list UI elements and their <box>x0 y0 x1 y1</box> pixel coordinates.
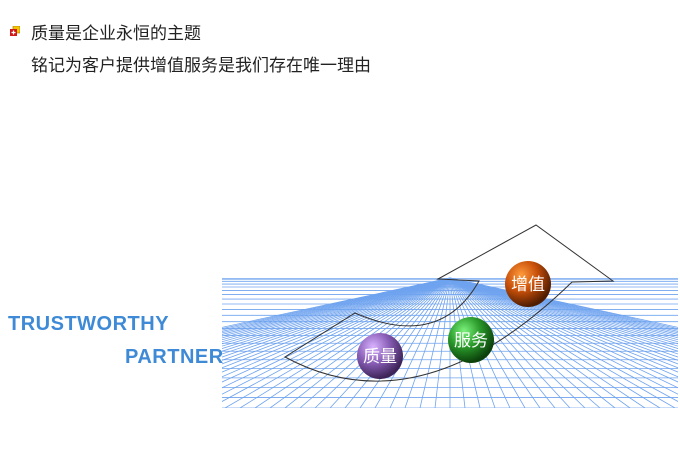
grid-line-radial <box>222 277 451 343</box>
grid-line-radial <box>222 277 451 339</box>
grid-line-radial <box>222 277 451 330</box>
heading: 质量是企业永恒的主题 <box>31 24 201 44</box>
grid-line-radial <box>222 277 451 337</box>
grid-line-radial <box>222 277 451 335</box>
grid-line-radial <box>222 277 451 334</box>
grid-line-radial <box>449 277 678 328</box>
orb-value-added: 增值 <box>505 261 551 307</box>
perspective-grid <box>222 277 678 408</box>
grid-line-radial <box>222 277 451 332</box>
subheading: 铭记为客户提供增值服务是我们存在唯一理由 <box>31 56 371 76</box>
curved-arrow-outline <box>284 224 615 382</box>
svg-text:服务: 服务 <box>454 331 488 351</box>
orb-quality: 质量 <box>357 333 403 379</box>
grid-line-radial <box>449 277 678 330</box>
bullet-icon <box>10 26 20 36</box>
svg-text:质量: 质量 <box>363 347 397 367</box>
grid-line-radial <box>222 277 451 331</box>
grid-line-radial <box>222 277 451 328</box>
tagline-partner: PARTNER <box>125 346 224 368</box>
grid-line-radial <box>222 277 451 341</box>
orb-service: 服务 <box>448 317 494 363</box>
grid-line-radial <box>449 277 678 331</box>
svg-text:增值: 增值 <box>511 275 545 295</box>
tagline-trustworthy: TRUSTWORTHY <box>8 313 170 335</box>
